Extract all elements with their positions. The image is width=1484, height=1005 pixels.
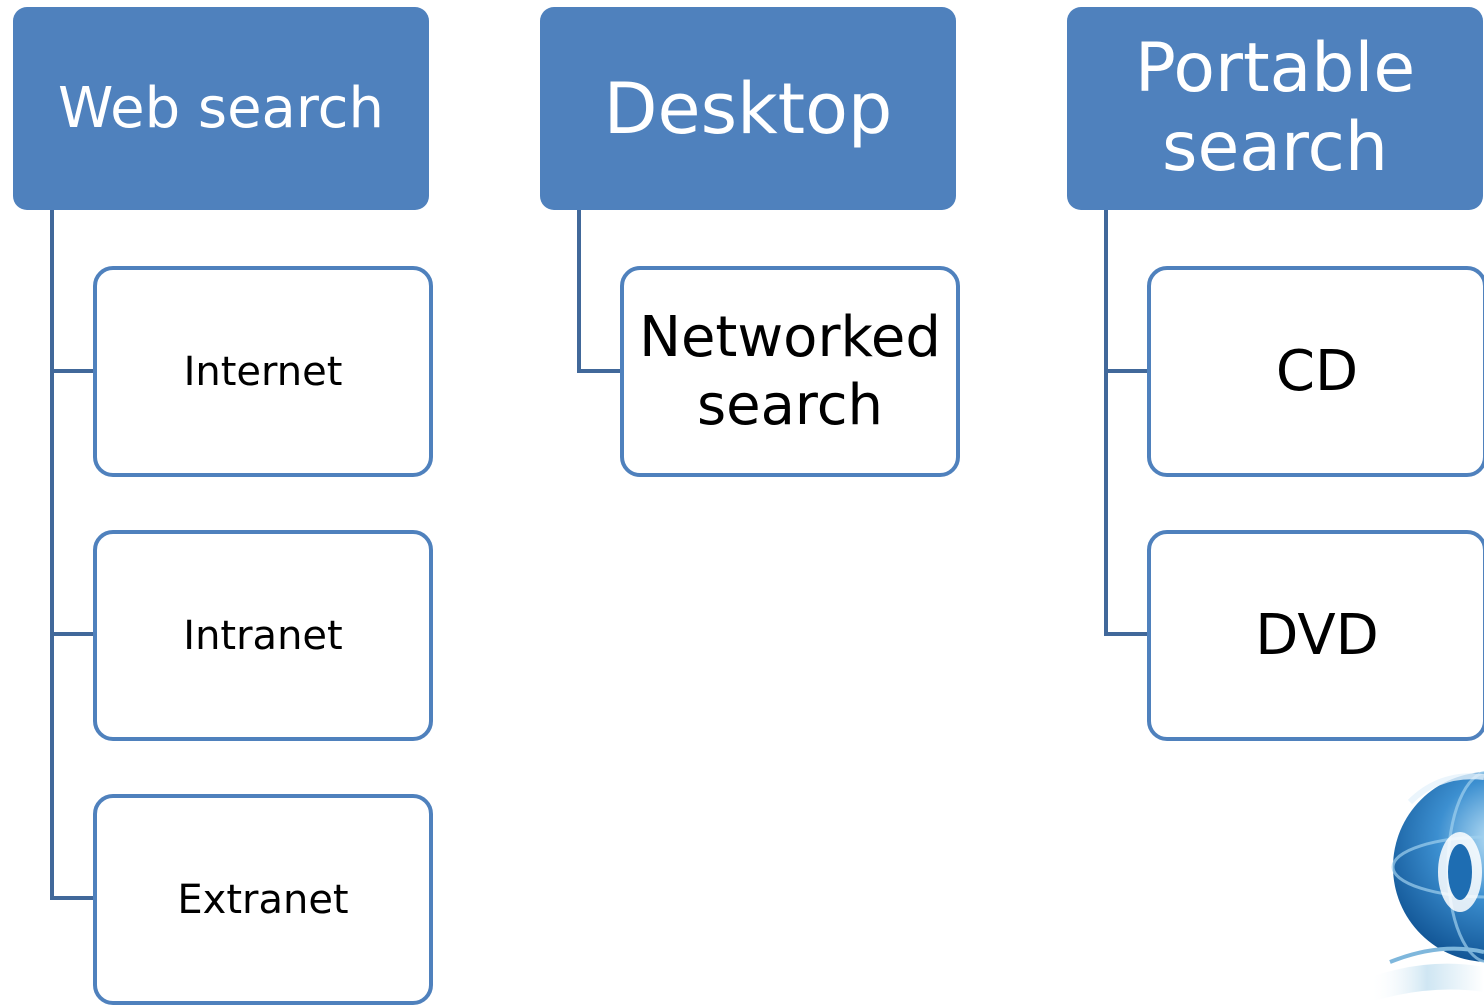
group-title-label: Desktop <box>603 67 893 150</box>
group-title-desktop: Desktop <box>540 7 956 210</box>
child-node-cd: CD <box>1147 266 1484 477</box>
child-node-extranet: Extranet <box>93 794 433 1005</box>
child-node-label: Extranet <box>177 876 349 923</box>
connector-portable-cd <box>1104 210 1149 373</box>
globe-logo-icon <box>1370 762 1484 1005</box>
group-title-label: Web search <box>58 75 384 141</box>
group-title-web-search: Web search <box>13 7 429 210</box>
connector-web-extranet <box>50 634 95 900</box>
child-node-internet: Internet <box>93 266 433 477</box>
group-title-portable-search: Portable search <box>1067 7 1483 210</box>
connector-portable-dvd <box>1104 371 1149 636</box>
child-node-networked-search: Networked search <box>620 266 960 477</box>
child-node-label: Internet <box>183 348 343 395</box>
child-node-dvd: DVD <box>1147 530 1484 741</box>
child-node-label: Intranet <box>183 612 343 659</box>
connector-desktop-networked <box>577 210 622 373</box>
connector-web-internet <box>50 210 95 373</box>
child-node-label: Networked search <box>639 305 941 438</box>
child-node-intranet: Intranet <box>93 530 433 741</box>
child-node-label: CD <box>1275 338 1359 404</box>
child-node-label: DVD <box>1255 602 1379 668</box>
connector-web-intranet <box>50 371 95 636</box>
group-title-label: Portable search <box>1134 29 1416 187</box>
